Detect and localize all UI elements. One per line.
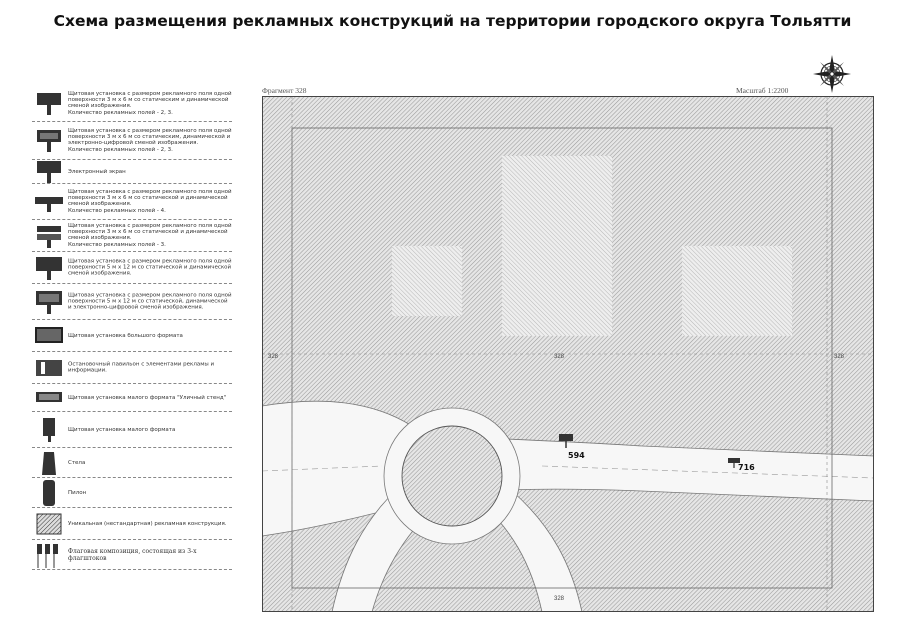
legend-text: Щитовая установка большого формата xyxy=(68,332,183,339)
building-block xyxy=(392,246,462,316)
map-label-bottom: 328 xyxy=(554,596,565,602)
map-fragment: 328 328 328 328 594 716 xyxy=(261,96,875,613)
unique-construction-icon xyxy=(34,510,64,538)
legend-text: Электронный экран xyxy=(68,168,126,175)
legend-row: Щитовая установка с размером рекламного … xyxy=(32,122,232,160)
map-label-center: 328 xyxy=(554,354,565,360)
pylon-icon xyxy=(34,479,64,507)
fragment-label: Фрагмент 328 xyxy=(262,86,307,95)
legend-row: Щитовая установка с размером рекламного … xyxy=(32,284,232,320)
legend: Щитовая установка с размером рекламного … xyxy=(32,86,232,570)
legend-text: Флаговая композиция, состоящая из 3-х фл… xyxy=(68,547,197,562)
fragment-boundary xyxy=(291,127,833,589)
legend-text: Щитовая установка с размером рекламного … xyxy=(68,127,232,153)
street-stand-icon xyxy=(34,384,64,412)
billboard-triple-icon xyxy=(34,222,64,250)
legend-row: Электронный экран xyxy=(32,160,232,184)
legend-row: Щитовая установка с размером рекламного … xyxy=(32,220,232,252)
billboard-large-icon xyxy=(34,254,64,282)
legend-text: Уникальная (нестандартная) рекламная кон… xyxy=(68,520,227,527)
legend-text: Щитовая установка с размером рекламного … xyxy=(68,291,232,311)
small-format-icon xyxy=(34,416,64,444)
legend-text: Пилон xyxy=(68,489,87,496)
legend-row: Щитовая установка малого формата "Уличны… xyxy=(32,384,232,412)
scale-label: Масштаб 1:2200 xyxy=(736,86,789,95)
building-block xyxy=(682,246,792,336)
legend-text: Щитовая установка с размером рекламного … xyxy=(68,222,232,248)
page-title: Схема размещения рекламных конструкций н… xyxy=(53,12,852,30)
billboard-marker-716[interactable]: 716 xyxy=(728,458,755,472)
bus-stop-pavilion-icon xyxy=(34,354,64,382)
stela-icon xyxy=(34,449,64,477)
legend-row: Уникальная (нестандартная) рекламная кон… xyxy=(32,508,232,540)
billboard-large-digital-icon xyxy=(34,288,64,316)
legend-text: Щитовая установка с размером рекламного … xyxy=(68,188,232,214)
legend-row: Щитовая установка большого формата xyxy=(32,320,232,352)
marker-label-716: 716 xyxy=(738,463,755,472)
legend-row: Щитовая установка с размером рекламного … xyxy=(32,86,232,122)
compass-rose-icon xyxy=(812,54,852,94)
legend-text: Щитовая установка малого формата xyxy=(68,426,176,433)
billboard-four-face-icon xyxy=(34,188,64,216)
legend-row: Остановочный павильон с элементами рекла… xyxy=(32,352,232,384)
legend-row: Щитовая установка с размером рекламного … xyxy=(32,184,232,220)
map-label-right: 328 xyxy=(834,354,845,360)
legend-row: Флаговая композиция, состоящая из 3-х фл… xyxy=(32,540,232,570)
billboard-two-post-icon xyxy=(34,90,64,118)
electronic-screen-icon xyxy=(34,158,64,186)
billboard-marker-594[interactable]: 594 xyxy=(559,434,585,460)
legend-text: Щитовая установка малого формата "Уличны… xyxy=(68,394,227,401)
legend-row: Пилон xyxy=(32,478,232,508)
legend-text: Стела xyxy=(68,459,86,466)
legend-row: Щитовая установка малого формата xyxy=(32,412,232,448)
large-format-icon xyxy=(34,322,64,350)
flag-composition-icon xyxy=(34,541,64,569)
legend-text: Щитовая установка с размером рекламного … xyxy=(68,90,232,116)
map-label-left: 328 xyxy=(268,354,279,360)
legend-row: Щитовая установка с размером рекламного … xyxy=(32,252,232,284)
building-block xyxy=(502,156,612,336)
roundabout-island xyxy=(401,425,503,527)
legend-text: Остановочный павильон с элементами рекла… xyxy=(68,361,215,374)
legend-row: Стела xyxy=(32,448,232,478)
marker-label-594: 594 xyxy=(568,451,585,460)
billboard-digital-icon xyxy=(34,127,64,155)
legend-text: Щитовая установка с размером рекламного … xyxy=(68,257,232,277)
